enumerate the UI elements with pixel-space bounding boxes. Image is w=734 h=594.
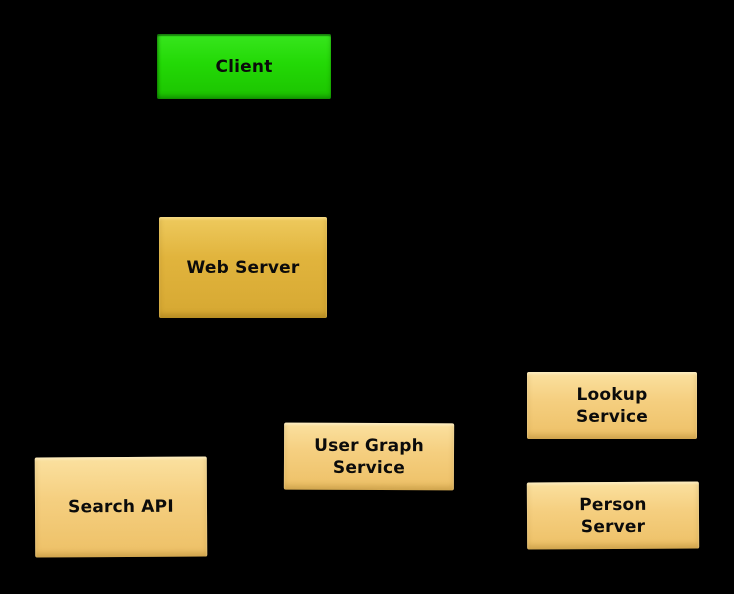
diagram-node-person-server: Person Server xyxy=(526,481,700,550)
diagram-node-client: Client xyxy=(157,34,331,99)
diagram-node-lookup-service: Lookup Service xyxy=(527,372,697,439)
node-label-search-api: Search API xyxy=(68,496,174,518)
node-label-person-server: Person Server xyxy=(579,494,647,537)
node-label-web-server: Web Server xyxy=(186,257,300,278)
diagram-node-web-server: Web Server xyxy=(159,217,327,318)
node-label-lookup-service: Lookup Service xyxy=(575,384,649,427)
node-label-user-graph-service: User Graph Service xyxy=(314,435,425,478)
node-label-client: Client xyxy=(215,56,273,77)
diagram-node-user-graph-service: User Graph Service xyxy=(283,422,455,491)
diagram-node-search-api: Search API xyxy=(34,456,208,558)
